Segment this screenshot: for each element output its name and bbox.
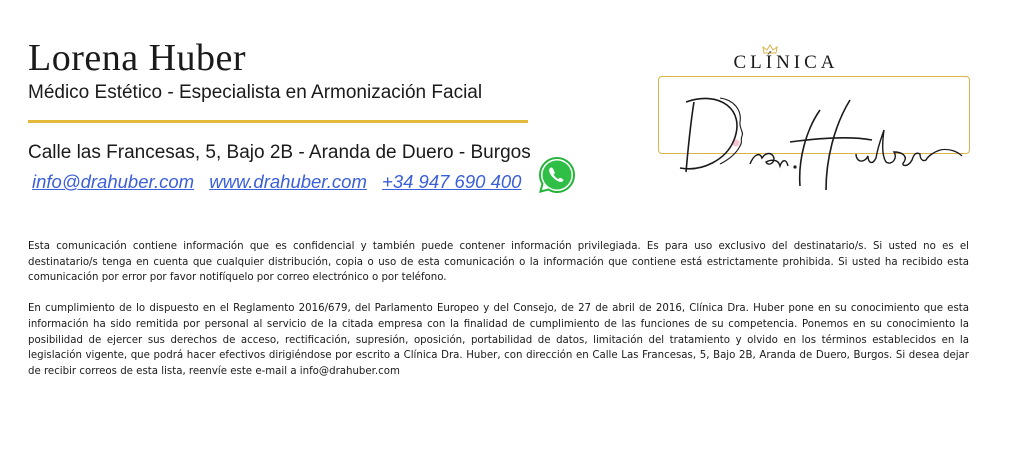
signature-address: Calle las Francesas, 5, Bajo 2B - Aranda… [28,142,531,163]
signature-role: Médico Estético - Especialista en Armoni… [28,82,483,103]
crown-icon [762,44,778,54]
contact-links: info@drahuber.com www.drahuber.com +34 9… [32,171,531,193]
whatsapp-icon[interactable] [538,156,576,194]
gold-divider [28,120,528,123]
email-link[interactable]: info@drahuber.com [32,171,195,192]
clinic-logo: Clínica [650,44,980,194]
signature-name: Lorena Huber [28,37,247,79]
confidentiality-notice: Esta comunicación contiene información q… [28,241,969,284]
website-link[interactable]: www.drahuber.com [209,171,367,192]
logo-script-dra-huber [679,97,963,191]
gdpr-notice: En cumplimiento de lo dispuesto en el Re… [28,303,969,377]
logo-clinica-text: Clínica [733,52,839,73]
legal-disclaimer: Esta comunicación contiene información q… [28,239,969,395]
logo-frame [658,76,970,154]
phone-link[interactable]: +34 947 690 400 [382,171,522,192]
